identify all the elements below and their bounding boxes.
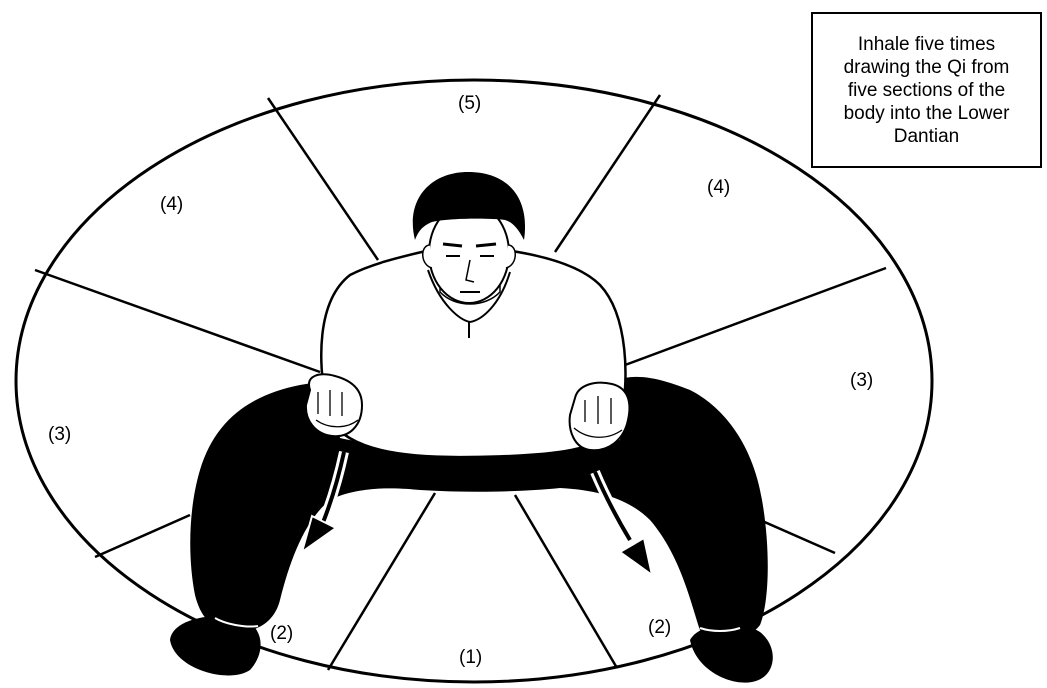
left-shoe (170, 616, 261, 675)
section-label-lower-left: (2) (270, 623, 293, 644)
section-label-upper-right: (4) (707, 177, 730, 198)
caption-line: five sections of the (844, 79, 1010, 102)
brow-right (476, 244, 496, 246)
caption-line: body into the Lower (844, 102, 1010, 125)
section-label-bottom: (1) (459, 647, 482, 668)
section-label-lower-right: (2) (648, 617, 671, 638)
section-label-top: (5) (458, 93, 481, 114)
section-label-mid-right: (3) (850, 370, 873, 391)
caption-line: Inhale five times (844, 33, 1010, 56)
section-label-upper-left: (4) (160, 194, 183, 215)
caption-line: drawing the Qi from (844, 56, 1010, 79)
caption-box: Inhale five times drawing the Qi from fi… (811, 12, 1042, 168)
caption-text: Inhale five times drawing the Qi from fi… (844, 33, 1010, 148)
section-label-mid-left: (3) (48, 424, 71, 445)
right-shoe (690, 624, 773, 682)
brow-left (443, 244, 462, 246)
caption-line: Dantian (844, 125, 1010, 148)
